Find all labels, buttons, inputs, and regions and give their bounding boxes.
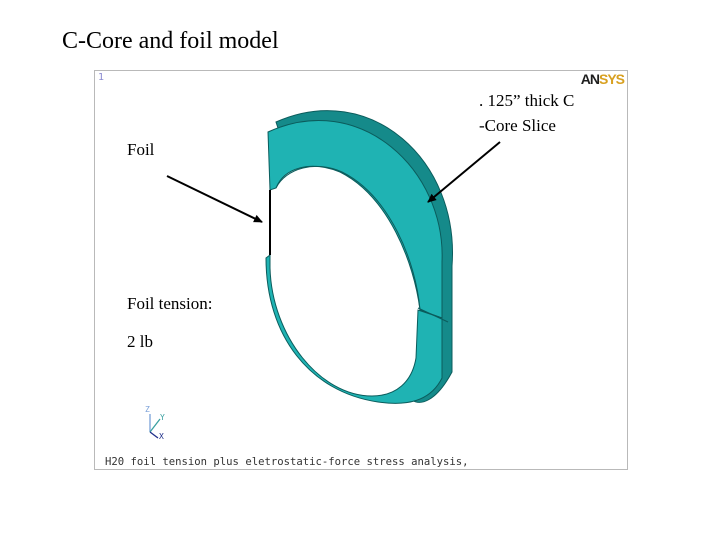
slide-title: C-Core and foil model: [62, 28, 279, 54]
window-number: 1: [98, 72, 105, 83]
ansys-logo: ANSYS: [580, 71, 625, 87]
foil-tension-label: Foil tension:: [127, 294, 213, 313]
foil-arrow: [166, 175, 263, 223]
core-slice-label-line1: . 125” thick C: [479, 91, 575, 110]
foil-tension-value: 2 lb: [127, 332, 153, 351]
triad-y-label: Y: [160, 413, 165, 422]
foil-label: Foil: [127, 140, 155, 159]
core-slice-arrow: [427, 141, 501, 203]
core-inner-edge: [275, 165, 421, 311]
triad-x-label: X: [159, 432, 164, 441]
core-slice-label-line2: -Core Slice: [479, 116, 556, 135]
coordinate-triad: Z Y X: [145, 405, 165, 441]
core-upper-arc: [267, 120, 443, 319]
core-seam-line: [417, 307, 449, 323]
triad-z-label: Z: [145, 405, 150, 414]
analysis-title: H20 foil tension plus eletrostatic-force…: [105, 456, 469, 468]
